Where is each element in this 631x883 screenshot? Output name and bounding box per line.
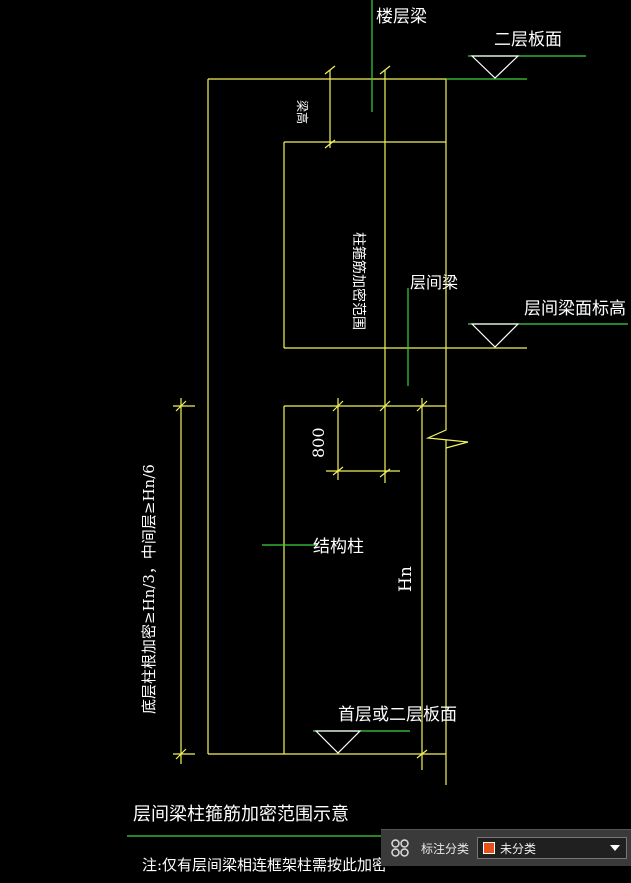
label-interlayer-beam: 层间梁: [410, 273, 458, 292]
label-floor-beam: 楼层梁: [376, 7, 427, 27]
annotation-category-dropdown[interactable]: 未分类: [477, 837, 628, 859]
label-bottom-rule: 底层柱根加密≥Hn/3，中间层≥Hn/6: [140, 464, 158, 714]
dimension-lines: [173, 65, 428, 770]
elevation-marker-first-floor: [314, 730, 362, 754]
chevron-down-icon: [610, 845, 621, 851]
note: 注:仅有层间梁相连框架柱需按此加密: [142, 856, 387, 874]
label-dim-800: 800: [309, 427, 328, 458]
label-hn: Hn: [396, 566, 416, 592]
label-structural-column: 结构柱: [313, 537, 364, 557]
lower-zone: [283, 405, 446, 754]
elevation-marker-second-floor: [470, 55, 520, 79]
label-second-floor-slab: 二层板面: [494, 30, 562, 50]
annotation-category-label: 标注分类: [421, 841, 470, 856]
caption: 层间梁柱箍筋加密范围示意: [133, 804, 349, 825]
selected-category: 未分类: [500, 841, 537, 856]
category-color-swatch: [483, 842, 496, 854]
leader-lines: [127, 0, 628, 837]
upper-dense-zone: [283, 141, 527, 349]
grid-icon[interactable]: [387, 835, 413, 861]
elevation-marker-interlayer: [470, 323, 520, 348]
label-dense-range: 柱箍筋加密范围: [350, 232, 367, 330]
label-first-second-slab: 首层或二层板面: [338, 705, 457, 725]
label-beam-height: 梁高: [295, 100, 310, 124]
annotation-toolbar: 标注分类 未分类: [381, 829, 631, 866]
column-outline: [207, 78, 469, 785]
label-interlayer-beam-top: 层间梁面标高: [524, 299, 626, 319]
